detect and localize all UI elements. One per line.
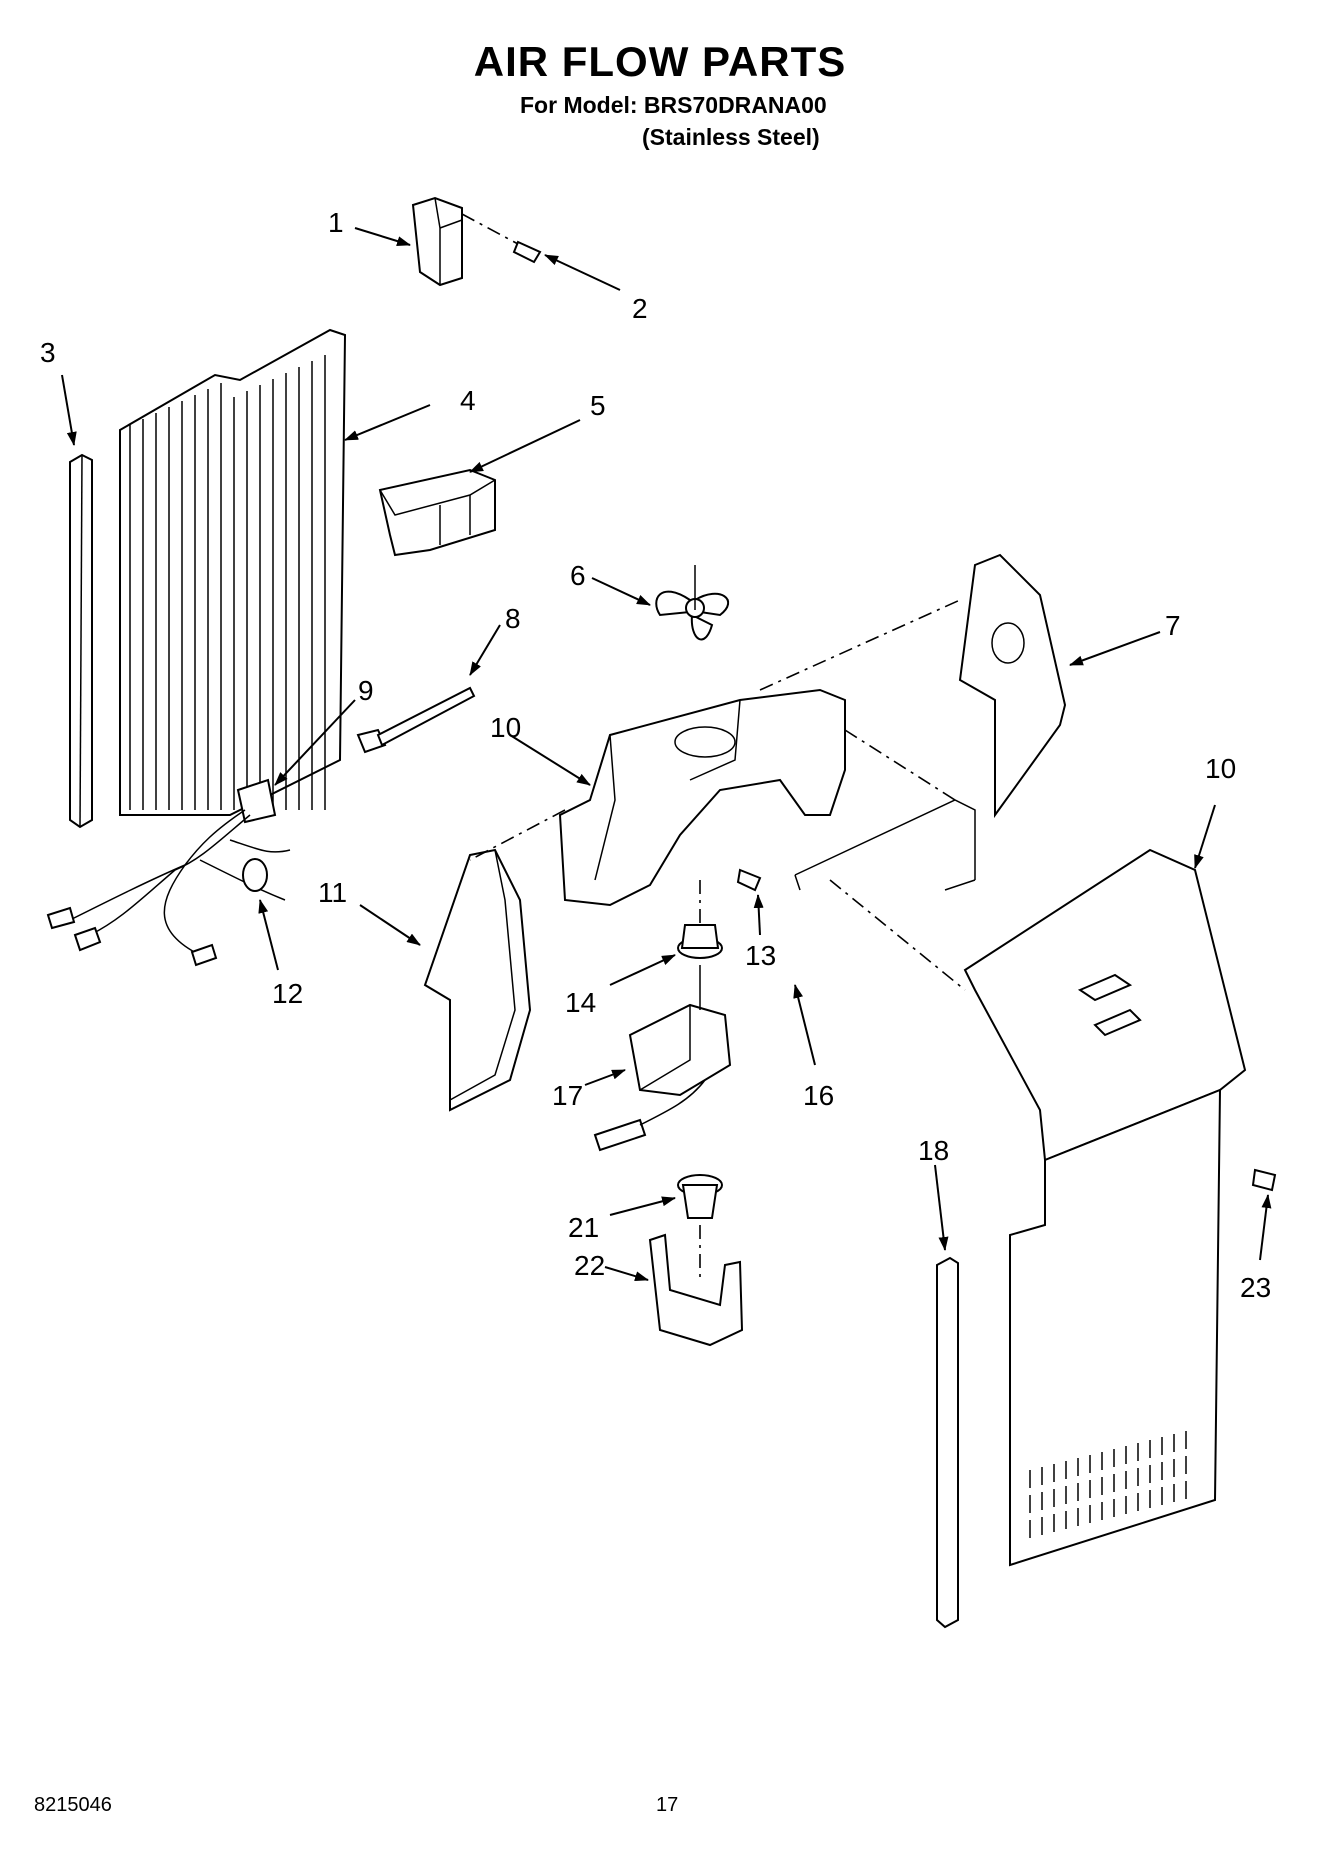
part-9-strip bbox=[936, 1256, 959, 1629]
callout-17: 10 bbox=[1205, 753, 1236, 784]
callout-16: 3 bbox=[40, 337, 56, 368]
part-8-fan bbox=[655, 565, 729, 641]
callout-1: 10 bbox=[490, 712, 521, 743]
part-14-tie bbox=[356, 686, 476, 754]
part-21-screw bbox=[736, 868, 762, 892]
part-1-housing bbox=[558, 688, 846, 907]
part-7-motor bbox=[593, 965, 732, 1152]
part-10-grommet-upper bbox=[677, 924, 723, 959]
callout-10-lower: 21 bbox=[568, 1212, 599, 1243]
part-3-cap bbox=[411, 196, 463, 287]
callout-3: 1 bbox=[328, 207, 344, 238]
part-5-panel bbox=[119, 328, 347, 816]
page-title: AIR FLOW PARTS bbox=[473, 38, 847, 85]
part-13-plate bbox=[794, 799, 976, 891]
callout-5: 4 bbox=[460, 385, 476, 416]
callout-10-upper: 14 bbox=[565, 987, 596, 1018]
part-23-panel bbox=[423, 848, 532, 1112]
part-16-strip bbox=[69, 453, 93, 829]
callout-22: 7 bbox=[1165, 610, 1181, 641]
callout-12: 9 bbox=[358, 675, 374, 706]
model-line: For Model: BRS70DRANA00 bbox=[520, 92, 827, 118]
finish-line: (Stainless Steel) bbox=[642, 124, 820, 150]
part-10-grommet-lower bbox=[677, 1174, 723, 1219]
callout-4: 2 bbox=[632, 293, 648, 324]
part-22-panel bbox=[958, 553, 1067, 819]
callout-arrows bbox=[61, 227, 1272, 1282]
part-18-screw bbox=[1251, 1168, 1277, 1192]
callout-6: 12 bbox=[272, 978, 303, 1009]
part-4-screw bbox=[461, 213, 542, 264]
page-number: 17 bbox=[656, 1794, 679, 1816]
callout-14: 8 bbox=[505, 603, 521, 634]
callout-23: 11 bbox=[318, 877, 347, 908]
callout-21: 13 bbox=[745, 940, 776, 971]
part-17-cover bbox=[963, 848, 1247, 1567]
callout-8: 6 bbox=[570, 560, 586, 591]
callout-2: 22 bbox=[574, 1250, 605, 1281]
callout-9: 18 bbox=[918, 1135, 949, 1166]
callout-7: 17 bbox=[552, 1080, 583, 1111]
callout-18: 23 bbox=[1240, 1272, 1271, 1303]
callout-13: 16 bbox=[803, 1080, 834, 1111]
part-11-bracket bbox=[378, 468, 496, 557]
part-12-harness bbox=[46, 778, 291, 967]
callout-11: 5 bbox=[590, 390, 606, 421]
document-number: 8215046 bbox=[34, 1794, 112, 1816]
part-2-bracket bbox=[648, 1233, 744, 1347]
